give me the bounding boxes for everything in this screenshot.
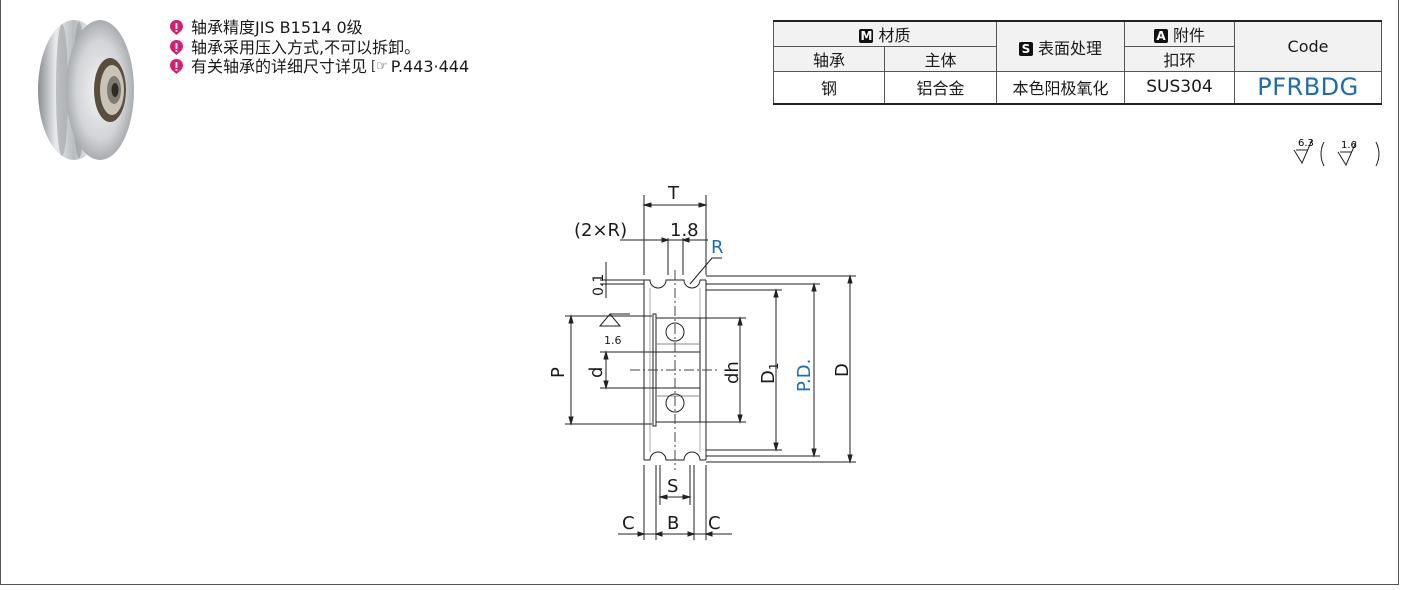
label-C-right: C xyxy=(708,513,721,534)
snap-ring-subheader: 扣环 xyxy=(1124,46,1235,72)
material-tag: M xyxy=(859,29,874,43)
surface-tag: S xyxy=(1018,41,1033,56)
material-label: 材质 xyxy=(878,26,911,45)
surface-header: S 表面处理 xyxy=(996,20,1125,72)
label-1-8: 1.8 xyxy=(670,220,699,241)
accessory-label: 附件 xyxy=(1172,26,1205,45)
surface-label: 表面处理 xyxy=(1037,38,1102,58)
note-1: 轴承精度JIS B1514 0级 xyxy=(168,18,469,38)
label-1-6: 1.6 xyxy=(604,334,622,347)
label-d: d xyxy=(586,367,607,378)
label-T: T xyxy=(667,183,680,204)
alert-icon xyxy=(170,39,183,55)
notes: 轴承精度JIS B1514 0级 轴承采用压入方式,不可以拆卸。 有关轴承的详细… xyxy=(168,18,469,77)
note-text-1: 轴承精度JIS B1514 0级 xyxy=(191,18,363,37)
roughness-check-main xyxy=(1293,139,1313,165)
label-B: B xyxy=(667,513,679,534)
label-D: D xyxy=(832,363,853,377)
label-dh: dh xyxy=(722,361,743,384)
code-header: Code xyxy=(1234,20,1382,72)
page-reference-link[interactable]: P.443·444 xyxy=(390,57,470,76)
accessory-header: A 附件 xyxy=(1124,20,1235,47)
R-leader xyxy=(689,257,722,285)
paren-left xyxy=(1320,141,1325,167)
bearing-ball-top xyxy=(665,322,685,342)
material-header: M 材质 xyxy=(773,20,997,47)
alert-icon xyxy=(170,20,183,36)
note-text-3: 有关轴承的详细尺寸详见 xyxy=(191,57,368,76)
paren-right xyxy=(1375,141,1380,167)
label-PD: P.D. xyxy=(794,359,815,392)
snap-ring-cell: SUS304 xyxy=(1124,71,1235,105)
label-2xR: (2×R) xyxy=(574,220,627,241)
technical-drawing: T (2×R) 1.8 R 0.1 1.6 P d dh D1 P.D. D S… xyxy=(548,183,856,540)
bearing-subheader: 轴承 xyxy=(773,46,885,72)
body-material-cell: 铝合金 xyxy=(884,71,997,105)
accessory-tag: A xyxy=(1153,29,1168,43)
alert-icon xyxy=(170,59,183,75)
label-0-1: 0.1 xyxy=(591,274,607,296)
note-text-2: 轴承采用压入方式,不可以拆卸。 xyxy=(191,37,421,57)
surface-treatment-cell: 本色阳极氧化 xyxy=(996,71,1125,105)
label-C-left: C xyxy=(622,513,635,534)
label-S: S xyxy=(667,476,678,497)
bearing-material-cell: 钢 xyxy=(773,71,885,105)
roughness-main-value: 6.3 xyxy=(1298,138,1314,149)
product-code-cell[interactable]: PFRBDG xyxy=(1234,71,1382,105)
body-subheader: 主体 xyxy=(884,46,997,72)
pointing-hand-icon: [☞ xyxy=(371,59,388,74)
surface-mark-p xyxy=(598,313,630,327)
label-R: R xyxy=(711,237,724,258)
note-3: 有关轴承的详细尺寸详见 [☞ P.443·444 xyxy=(168,57,469,77)
label-D1: D1 xyxy=(758,362,781,384)
product-photo xyxy=(38,20,134,160)
bearing-ball-bottom xyxy=(665,393,685,413)
spec-table: M 材质 S 表面处理 A 附件 Code 轴承 主体 扣环 钢 铝合金 本色阳极氧化… xyxy=(773,20,1382,105)
label-P: P xyxy=(548,367,569,378)
note-2: 轴承采用压入方式,不可以拆卸。 xyxy=(168,38,469,58)
surface-roughness-symbol: 6.3 1.6 xyxy=(1293,138,1380,167)
roughness-paren-value: 1.6 xyxy=(1341,140,1357,151)
